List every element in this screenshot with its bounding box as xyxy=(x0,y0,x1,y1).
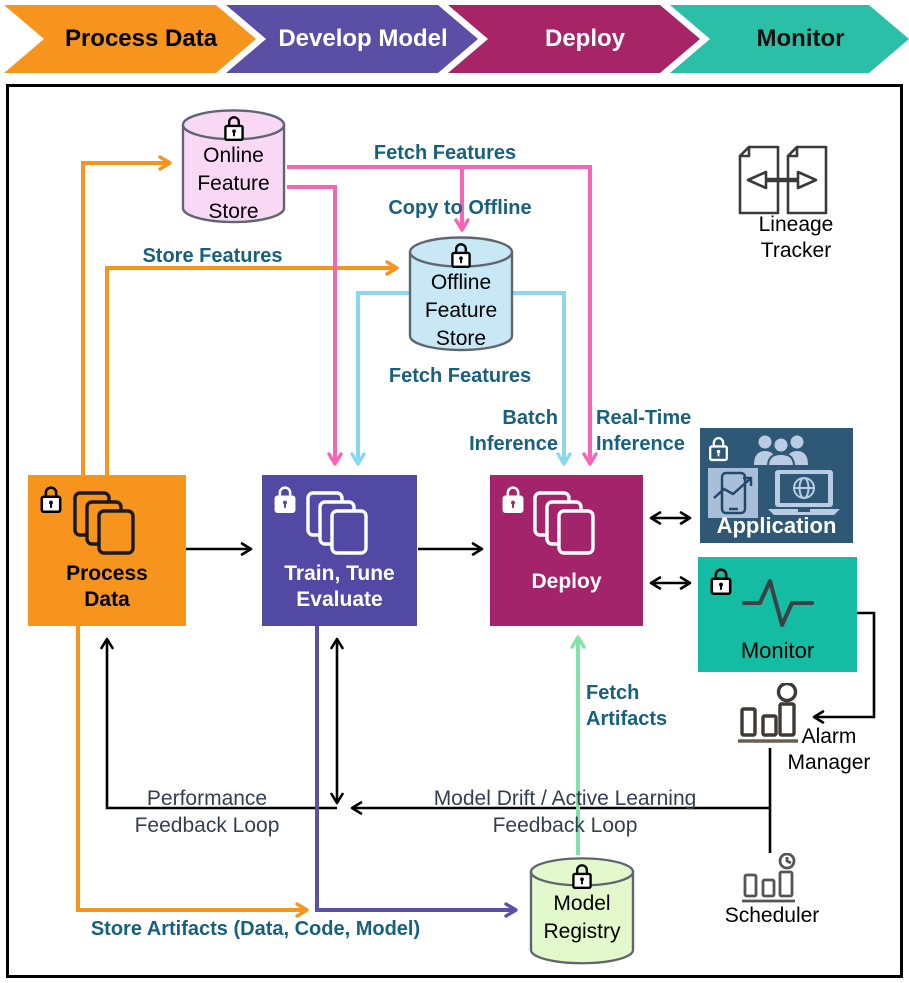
banner-step-label: Monitor xyxy=(756,25,845,52)
database-icon xyxy=(408,236,514,352)
model-registry-label: Model Registry xyxy=(543,892,621,943)
alarm-manager-icon xyxy=(738,683,798,743)
scheduler-icon xyxy=(742,853,796,903)
banner-step-label: Process Data xyxy=(64,25,218,52)
pulse-icon xyxy=(742,579,814,627)
deploy-label: Deploy xyxy=(531,570,602,593)
lock-icon xyxy=(271,483,299,514)
lineage-tracker-icon xyxy=(738,145,828,215)
lock-icon xyxy=(706,434,731,462)
model-drift-loop-label: Model Drift / Active Learning Feedback L… xyxy=(433,787,697,838)
fetch-features-offline-label: Fetch Features xyxy=(388,365,532,387)
users-icon xyxy=(754,435,808,466)
banner-step-label: Deploy xyxy=(544,25,625,52)
database-icon xyxy=(529,857,635,965)
lock-icon xyxy=(37,483,65,514)
lineage-tracker-label: Lineage Tracker xyxy=(758,213,834,263)
banner-step-label: Develop Model xyxy=(278,25,448,52)
batch-inference-label: Batch Inference xyxy=(469,407,558,455)
lock-icon xyxy=(499,483,527,514)
mobile-chart-icon xyxy=(708,468,758,518)
application-label: Application xyxy=(716,512,837,538)
train-tune-evaluate-node: Train, Tune Evaluate xyxy=(262,475,417,626)
offline-feature-store: Offline Feature Store xyxy=(407,235,515,353)
alarm-manager-label: Alarm Manager xyxy=(787,725,871,775)
train-tune-evaluate-label: Train, Tune Evaluate xyxy=(284,562,395,612)
application-node: Application xyxy=(700,428,853,543)
online-feature-store: Online Feature Store xyxy=(180,108,287,225)
online-feature-store-label: Online Feature Store xyxy=(197,144,270,223)
stacked-documents-icon xyxy=(532,491,602,557)
monitor-node: Monitor xyxy=(698,557,857,672)
laptop-globe-icon xyxy=(768,470,840,515)
banner-step-process-data: Process Data xyxy=(4,5,256,73)
fetch-features-online-label: Fetch Features xyxy=(373,142,517,164)
monitor-label: Monitor xyxy=(740,637,815,663)
stacked-documents-icon xyxy=(305,491,375,557)
stacked-documents-icon xyxy=(72,491,142,557)
banner-step-develop-model: Develop Model xyxy=(226,5,478,73)
store-artifacts-label: Store Artifacts (Data, Code, Model) xyxy=(90,918,421,940)
copy-to-offline-label: Copy to Offline xyxy=(388,197,532,219)
fetch-artifacts-label: Fetch Artifacts xyxy=(586,682,668,730)
pipeline-stage-banner: Process Data Develop Model Deploy Monito… xyxy=(0,5,909,73)
offline-feature-store-label: Offline Feature Store xyxy=(424,271,498,350)
deploy-node: Deploy xyxy=(490,475,643,626)
banner-step-deploy: Deploy xyxy=(448,5,700,73)
scheduler-label: Scheduler xyxy=(724,904,820,927)
store-features-label: Store Features xyxy=(142,245,283,267)
banner-step-monitor: Monitor xyxy=(670,5,909,73)
performance-loop-label: Performance Feedback Loop xyxy=(134,787,280,838)
lock-icon xyxy=(707,565,735,596)
process-data-node: Process Data xyxy=(28,475,186,626)
process-data-label: Process Data xyxy=(66,562,148,612)
model-registry: Model Registry xyxy=(528,856,636,966)
real-time-inference-label: Real-Time Inference xyxy=(596,407,692,455)
